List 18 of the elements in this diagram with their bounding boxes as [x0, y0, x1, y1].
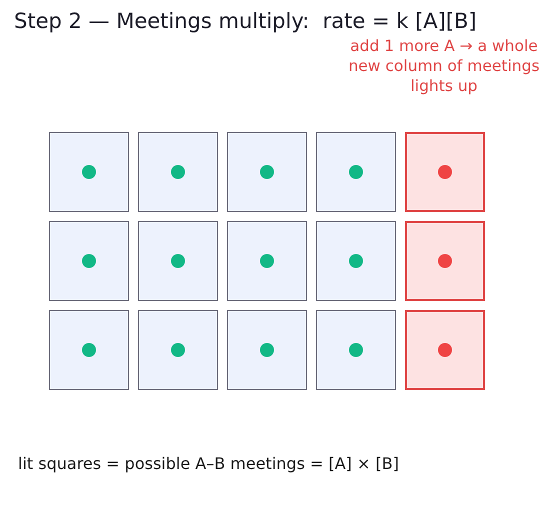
- caption: lit squares = possible A–B meetings = [A] × [B]: [18, 454, 399, 473]
- grid-square: [138, 132, 218, 212]
- grid-square: [316, 310, 396, 390]
- grid-square: [405, 310, 485, 390]
- grid-square: [227, 221, 307, 301]
- grid-square: [405, 221, 485, 301]
- grid-square: [138, 221, 218, 301]
- grid-square: [49, 221, 129, 301]
- grid-square: [227, 310, 307, 390]
- annotation: add 1 more A → a whole new column of meetings lights up: [347, 36, 541, 96]
- grid-square: [405, 132, 485, 212]
- grid-square: [49, 310, 129, 390]
- grid-square: [138, 310, 218, 390]
- grid-square: [316, 132, 396, 212]
- grid-square: [227, 132, 307, 212]
- grid-square: [49, 132, 129, 212]
- grid-square: [316, 221, 396, 301]
- title: Step 2 — Meetings multiply: rate = k [A][B]: [14, 9, 477, 33]
